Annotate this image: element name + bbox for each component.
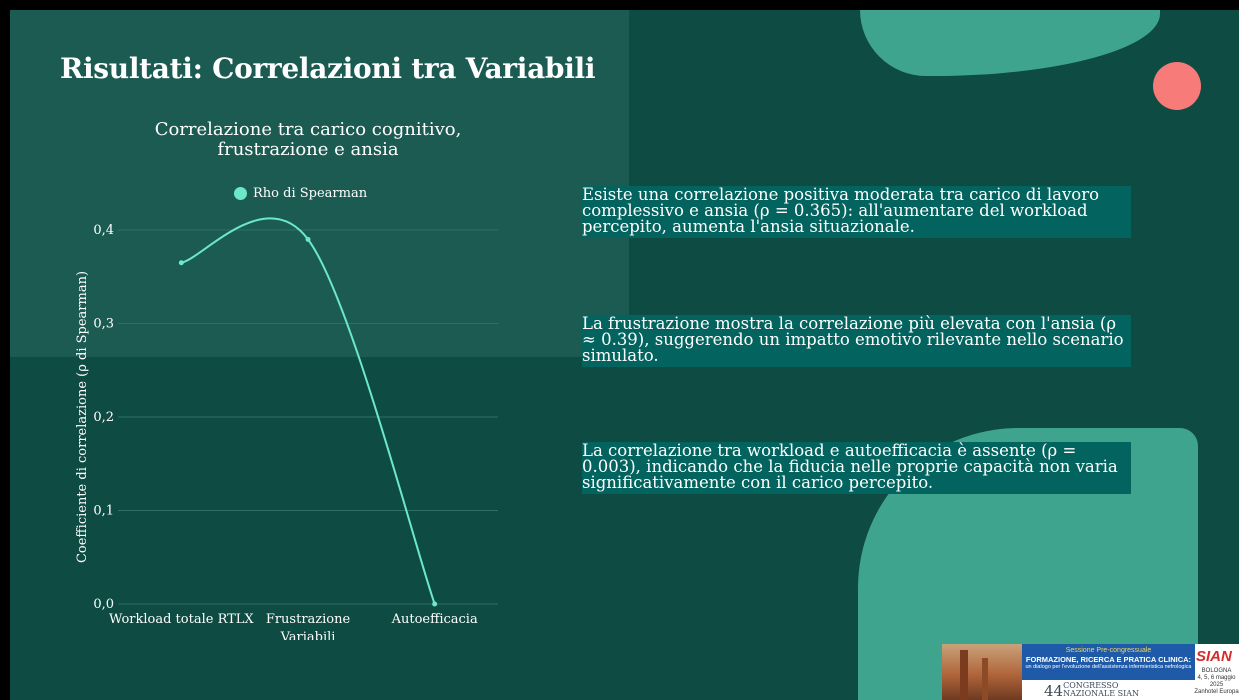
decorative-circle <box>1153 62 1201 110</box>
y-tick-label: 0,2 <box>93 410 114 425</box>
y-tick-label: 0,0 <box>93 597 114 612</box>
finding-text-2: La frustrazione mostra la correlazione p… <box>582 315 1131 367</box>
logo-congress-number: 44 <box>1044 682 1064 700</box>
title-panel-background <box>10 10 629 357</box>
chart-title-line-2: frustrazione e ansia <box>217 139 399 160</box>
x-tick-label: Autoefficacia <box>391 612 478 627</box>
series-line <box>181 217 436 605</box>
chart-legend: Rho di Spearman <box>234 186 367 201</box>
legend-label: Rho di Spearman <box>253 186 368 201</box>
finding-text-1: Esiste una correlazione positiva moderat… <box>582 186 1131 238</box>
x-axis-label: Variabili <box>280 630 336 640</box>
logo-banner: Sessione Pre-congressuale FORMAZIONE, RI… <box>1022 644 1195 680</box>
chart-title-line-1: Correlazione tra carico cognitivo, <box>154 119 462 140</box>
x-tick-label: Frustrazione <box>266 612 351 627</box>
logo-city-info: BOLOGNA 4, 5, 6 maggio 2025 Zanhotel Eur… <box>1194 668 1239 695</box>
y-axis-label: Coefficiente di correlazione (ρ di Spear… <box>75 271 90 563</box>
y-tick-label: 0,1 <box>93 504 114 519</box>
bologna-photo <box>942 644 1022 700</box>
data-point <box>432 601 438 607</box>
finding-text-3: La correlazione tra workload e autoeffic… <box>582 442 1131 494</box>
x-tick-label: Workload totale RTLX <box>109 612 254 627</box>
chart-title: Correlazione tra carico cognitivo, frust… <box>118 120 498 160</box>
data-point <box>305 236 311 242</box>
sian-logo-mark: SIAN <box>1196 648 1232 665</box>
data-point <box>178 260 184 266</box>
congress-logo: Sessione Pre-congressuale FORMAZIONE, RI… <box>942 644 1239 700</box>
legend-swatch <box>234 187 247 200</box>
decorative-shape-top <box>860 10 1160 76</box>
logo-heading: FORMAZIONE, RICERCA E PRATICA CLINICA: <box>1025 655 1192 664</box>
logo-subheading: un dialogo per l'evoluzione dell'assiste… <box>1025 664 1192 670</box>
logo-session: Sessione Pre-congressuale <box>1065 647 1152 654</box>
slide: Risultati: Correlazioni tra Variabili Co… <box>10 10 1239 700</box>
y-tick-label: 0,4 <box>93 223 114 238</box>
y-tick-label: 0,3 <box>93 317 114 332</box>
slide-title: Risultati: Correlazioni tra Variabili <box>60 52 596 85</box>
